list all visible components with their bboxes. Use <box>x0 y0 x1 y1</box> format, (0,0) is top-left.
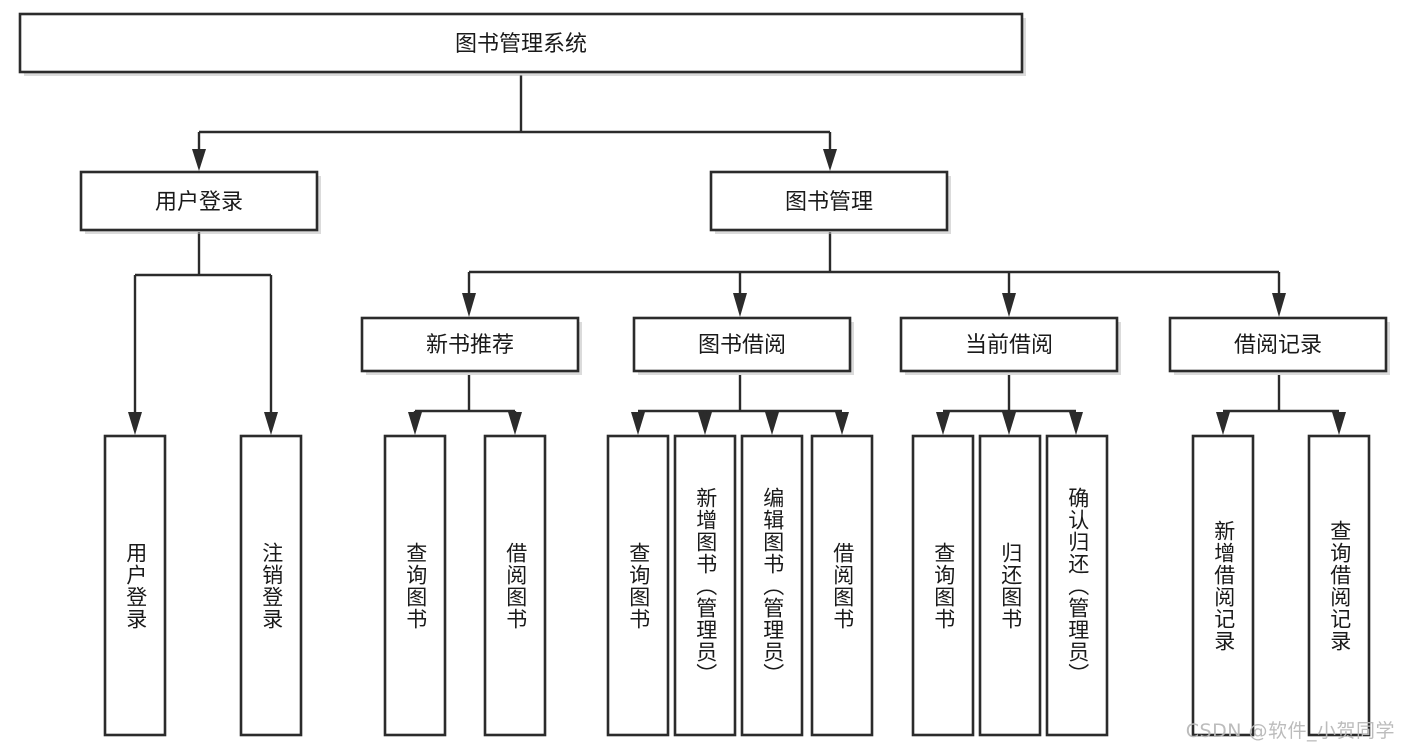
arrowhead-leaf-query-book-3 <box>936 412 950 435</box>
leaf-box-logout-login[interactable] <box>239 434 303 737</box>
node-book-borrow-label: 图书借阅 <box>698 333 786 358</box>
node-book-borrow[interactable]: 图书借阅 <box>632 316 854 375</box>
leaf-box-borrow-book-2[interactable] <box>810 434 874 737</box>
connector-layer <box>128 75 1346 435</box>
node-new-book-recommend-box <box>360 316 580 373</box>
arrowhead-leaf-borrow-book-1 <box>508 412 522 435</box>
arrowhead-book-manage <box>823 149 837 171</box>
node-borrow-record-box <box>1168 316 1388 373</box>
arrowhead-current-borrow <box>1002 293 1016 317</box>
leaf-box-query-record[interactable] <box>1307 434 1371 737</box>
node-borrow-record[interactable]: 借阅记录 <box>1168 316 1390 375</box>
leaf-box-query-book-2[interactable] <box>606 434 670 737</box>
node-root-label: 图书管理系统 <box>455 32 587 57</box>
arrowhead-leaf-edit-book <box>765 412 779 435</box>
leaf-box-query-book-1[interactable] <box>383 434 447 737</box>
arrowhead-leaf-confirm-return <box>1069 412 1083 435</box>
node-root[interactable]: 图书管理系统 <box>18 12 1026 76</box>
node-current-borrow[interactable]: 当前借阅 <box>899 316 1121 375</box>
leaf-box-confirm-return[interactable] <box>1045 434 1109 737</box>
arrowhead-leaf-add-book <box>698 412 712 435</box>
leaf-box-edit-book[interactable] <box>740 434 804 737</box>
csdn-watermark: CSDN @软件_小贺同学 <box>1185 720 1395 742</box>
leaf-box-user-login[interactable] <box>103 434 167 737</box>
leaf-box-add-record[interactable] <box>1191 434 1255 737</box>
node-book-borrow-box <box>632 316 852 373</box>
arrowhead-leaf-query-record <box>1332 412 1346 435</box>
arrowhead-leaf-query-book-2 <box>631 412 645 435</box>
arrowhead-leaf-user-login <box>128 412 142 435</box>
node-root-box <box>18 12 1024 74</box>
node-current-borrow-label: 当前借阅 <box>965 333 1053 358</box>
arrowhead-leaf-query-book-1 <box>408 412 422 435</box>
leaf-box-return-book[interactable] <box>978 434 1042 737</box>
arrowhead-new-book-recommend <box>462 293 476 317</box>
arrowhead-leaf-logout-login <box>264 412 278 435</box>
arrowhead-borrow-record <box>1272 293 1286 317</box>
arrowhead-leaf-borrow-book-2 <box>835 412 849 435</box>
node-borrow-record-label: 借阅记录 <box>1234 333 1322 358</box>
node-new-book-recommend-label: 新书推荐 <box>426 333 514 358</box>
node-user-login-box <box>79 170 319 232</box>
node-new-book-recommend[interactable]: 新书推荐 <box>360 316 582 375</box>
leaf-box-query-book-3[interactable] <box>911 434 975 737</box>
node-current-borrow-box <box>899 316 1119 373</box>
leaf-box-borrow-book-1[interactable] <box>483 434 547 737</box>
node-user-login-label: 用户登录 <box>155 190 243 215</box>
node-book-manage[interactable]: 图书管理 <box>709 170 951 234</box>
leaf-boxes-layer <box>103 434 1371 737</box>
arrowhead-leaf-return-book <box>1002 412 1016 435</box>
arrowhead-book-borrow <box>733 293 747 317</box>
arrowhead-user-login <box>192 149 206 171</box>
leaf-box-add-book[interactable] <box>673 434 737 737</box>
arrowhead-leaf-add-record <box>1216 412 1230 435</box>
node-book-manage-box <box>709 170 949 232</box>
node-book-manage-label: 图书管理 <box>785 190 873 215</box>
node-user-login[interactable]: 用户登录 <box>79 170 321 234</box>
